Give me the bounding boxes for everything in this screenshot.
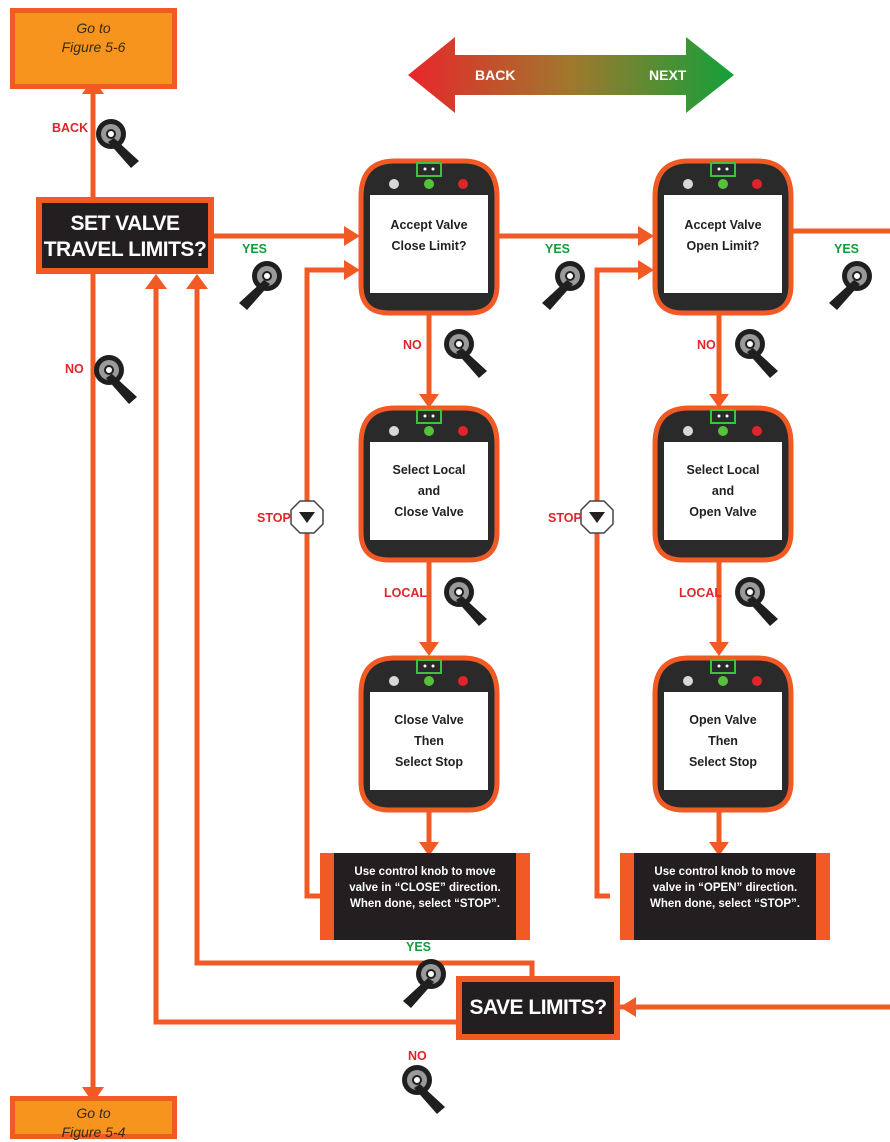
device-close-stop: Close Valve Then Select Stop — [355, 654, 503, 814]
label-yes: YES — [834, 242, 860, 256]
screen-line: and — [417, 484, 441, 498]
nav-back-label: BACK — [475, 67, 515, 83]
label-no: NO — [403, 338, 422, 352]
screen-line: Open Valve — [689, 713, 757, 727]
control-knob-icon — [735, 577, 778, 626]
screen-line: Close Valve — [394, 713, 464, 727]
screen-line: Open Valve — [689, 505, 757, 519]
screen-line: Close Valve — [394, 505, 464, 519]
device-accept-open: Accept Valve Open Limit? — [649, 157, 797, 317]
screen-line: Open Limit? — [686, 239, 760, 253]
device-frame — [652, 655, 794, 813]
goto-figure-5-6[interactable]: Go to Figure 5-6 — [10, 8, 177, 89]
device-open-stop: Open Valve Then Select Stop — [649, 654, 797, 814]
note-line: Use control knob to move — [654, 866, 796, 878]
screen-line: and — [711, 484, 735, 498]
screen-line: Then — [414, 734, 444, 748]
goto-line1: Go to — [76, 1105, 111, 1121]
control-knob-icon — [239, 261, 282, 310]
label-no: NO — [697, 338, 716, 352]
screen-line: Close Limit? — [391, 239, 467, 253]
set-valve-line1: SET VALVE — [70, 212, 180, 235]
stop-octagon-icon — [290, 500, 324, 534]
device-frame — [358, 655, 500, 813]
screen-text: Select Local and Open Valve — [649, 460, 797, 523]
note-line: Use control knob to move — [354, 866, 496, 878]
note-line: When done, select “STOP”. — [650, 898, 800, 910]
control-knob-icon — [403, 959, 446, 1008]
note-close-direction: Use control knob to move valve in “CLOSE… — [320, 853, 530, 940]
note-line: valve in “CLOSE” direction. — [349, 882, 501, 894]
note-open-direction: Use control knob to move valve in “OPEN”… — [620, 853, 830, 940]
double-arrow-icon — [408, 37, 734, 113]
screen-line: Accept Valve — [684, 218, 762, 232]
screen-line: Accept Valve — [390, 218, 468, 232]
save-limits-box: SAVE LIMITS? — [456, 976, 620, 1040]
goto-figure-5-4[interactable]: Go to Figure 5-4 — [10, 1096, 177, 1140]
goto-line1: Go to — [76, 20, 111, 36]
control-knob-icon — [402, 1065, 445, 1114]
screen-line: Select Local — [392, 463, 466, 477]
screen-line: Select Local — [686, 463, 760, 477]
label-back: BACK — [52, 121, 89, 135]
set-valve-travel-limits-box: SET VALVE TRAVEL LIMITS? — [36, 197, 214, 274]
control-knob-icon — [829, 261, 872, 310]
label-stop: STOP — [548, 511, 582, 525]
control-knob-icon — [444, 329, 487, 378]
screen-text: Open Valve Then Select Stop — [649, 710, 797, 773]
label-yes: YES — [545, 242, 571, 256]
screen-line: Select Stop — [688, 755, 758, 769]
goto-line2: Figure 5-6 — [61, 39, 126, 55]
label-no: NO — [408, 1049, 427, 1063]
device-frame — [652, 405, 794, 563]
note-line: valve in “OPEN” direction. — [652, 882, 798, 894]
device-frame — [652, 158, 794, 316]
nav-next-label: NEXT — [649, 67, 687, 83]
note-line: When done, select “STOP”. — [350, 898, 500, 910]
screen-text: Accept Valve Close Limit? — [355, 215, 503, 257]
label-local: LOCAL — [679, 586, 723, 600]
label-yes: YES — [406, 940, 432, 954]
screen-text: Accept Valve Open Limit? — [649, 215, 797, 257]
device-select-close: Select Local and Close Valve — [355, 404, 503, 564]
label-no: NO — [65, 362, 84, 376]
stop-octagon-icon — [580, 500, 614, 534]
screen-text: Close Valve Then Select Stop — [355, 710, 503, 773]
goto-line2: Figure 5-4 — [61, 1124, 126, 1140]
label-stop: STOP — [257, 511, 291, 525]
device-accept-close: Accept Valve Close Limit? — [355, 157, 503, 317]
label-yes: YES — [242, 242, 268, 256]
screen-line: Select Stop — [394, 755, 464, 769]
screen-line: Then — [708, 734, 738, 748]
device-frame — [358, 158, 500, 316]
device-frame — [358, 405, 500, 563]
screen-text: Select Local and Close Valve — [355, 460, 503, 523]
set-valve-line2: TRAVEL LIMITS? — [43, 238, 207, 261]
device-select-open: Select Local and Open Valve — [649, 404, 797, 564]
label-local: LOCAL — [384, 586, 428, 600]
control-knob-icon — [96, 119, 139, 168]
control-knob-icon — [444, 577, 487, 626]
control-knob-icon — [542, 261, 585, 310]
control-knob-icon — [94, 355, 137, 404]
control-knob-icon — [735, 329, 778, 378]
